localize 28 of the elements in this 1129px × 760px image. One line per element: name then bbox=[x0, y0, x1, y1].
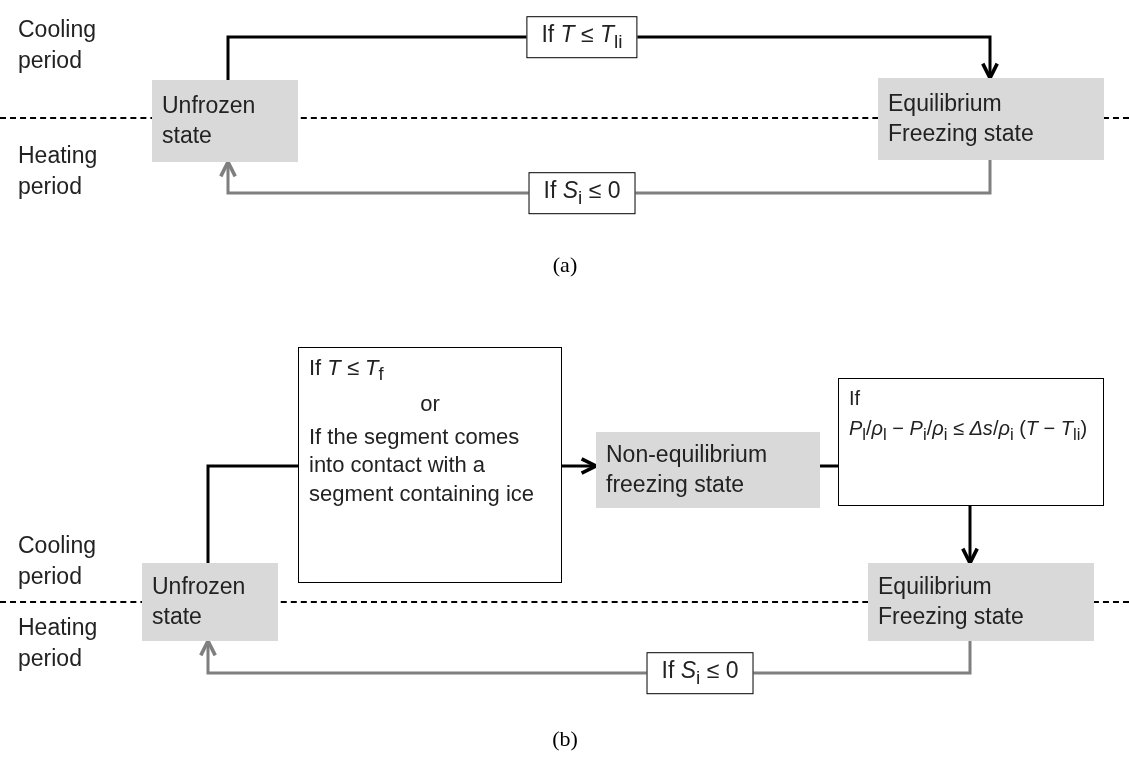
panel-label: (a) bbox=[552, 252, 578, 278]
period-label: Cooling period bbox=[18, 15, 97, 76]
state-box bbox=[152, 80, 298, 162]
node-text: P$_{l}$/ρ$_{l}$ − P$_{i}$/ρ$_{i}$ ≤ Δs/ρ$_{i}$ (T − T$_{li}$) bbox=[849, 416, 1089, 446]
state-box bbox=[142, 563, 278, 641]
edge-label: If S$_{i}$ ≤ 0 bbox=[528, 172, 636, 214]
condition-box bbox=[298, 347, 562, 583]
state-box bbox=[878, 78, 1104, 160]
condition-box bbox=[838, 378, 1104, 506]
node-text: If the segment comes into contact with a segment containing ice bbox=[309, 422, 536, 508]
node-text: Equilibrium Freezing state bbox=[878, 572, 1025, 631]
node-text: If bbox=[849, 386, 862, 411]
period-label: Heating period bbox=[18, 613, 99, 674]
state-box bbox=[868, 563, 1094, 641]
edge-label: If T ≤ T$_{li}$ bbox=[526, 16, 638, 58]
period-label: Cooling period bbox=[18, 531, 97, 592]
node-text: Unfrozen state bbox=[162, 91, 257, 150]
node-text: Unfrozen state bbox=[152, 572, 247, 631]
edge-label: If S$_{i}$ ≤ 0 bbox=[646, 652, 754, 694]
period-label: Heating period bbox=[18, 141, 99, 202]
state-box bbox=[596, 432, 820, 508]
arrow bbox=[562, 457, 598, 475]
node-text: Equilibrium Freezing state bbox=[888, 89, 1035, 148]
node-text: If T ≤ T$_{f}$ bbox=[309, 354, 385, 387]
arrow bbox=[961, 506, 979, 565]
node-text: Non-equilibrium freezing state bbox=[606, 440, 769, 499]
panel-label: (b) bbox=[552, 726, 578, 752]
node-text: or bbox=[419, 390, 441, 419]
